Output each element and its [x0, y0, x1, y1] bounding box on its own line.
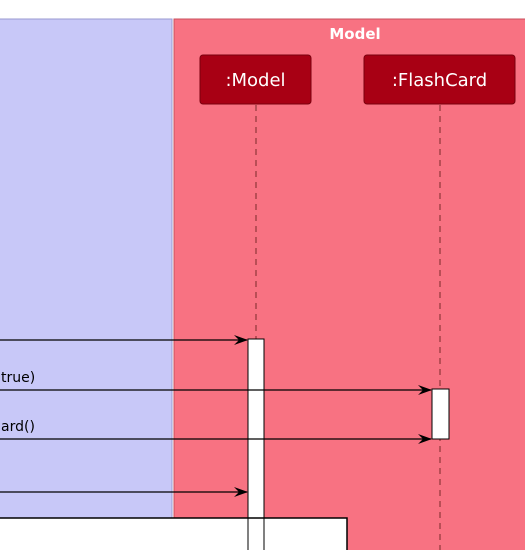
participant-model[interactable]: :Model	[199, 54, 312, 105]
participant-model-label: :Model	[225, 70, 285, 91]
model-activation-bar	[247, 338, 265, 550]
bottom-frame	[0, 517, 348, 550]
participant-flashcard[interactable]: :FlashCard	[363, 54, 516, 105]
participant-flashcard-label: :FlashCard	[392, 70, 487, 91]
model-package-box	[173, 18, 525, 550]
participant-flashcard-box	[363, 54, 516, 105]
message-label-2: true)	[1, 370, 35, 386]
model-package-title: Model	[329, 25, 380, 43]
flashcard-activation-bar	[431, 388, 450, 440]
message-label-3: ard()	[1, 419, 35, 435]
participant-model-box	[199, 54, 312, 105]
logic-package-box	[0, 18, 173, 550]
